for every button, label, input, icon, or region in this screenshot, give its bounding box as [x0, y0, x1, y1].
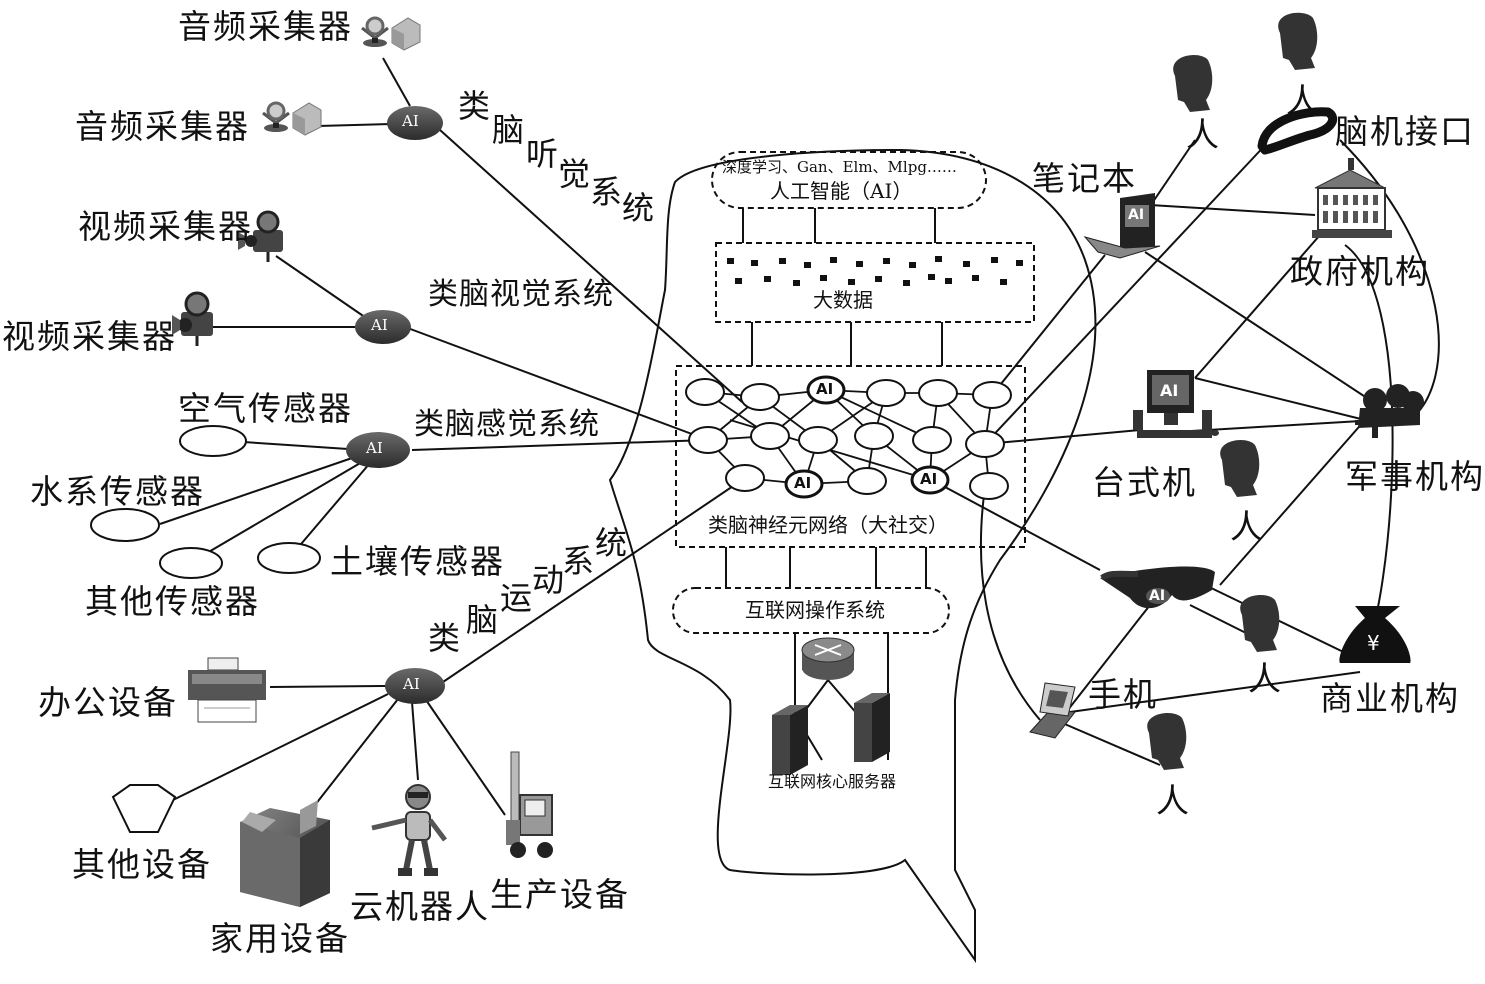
money-bag-symbol: ¥ — [1367, 631, 1380, 655]
robot-icon — [371, 784, 447, 876]
neural-net-label: 类脑神经元网络（大社交） — [708, 513, 948, 537]
hearing-char: 统 — [622, 189, 655, 227]
video-camera-icon-2 — [172, 291, 213, 346]
glasses-ai-tag: AI — [1149, 588, 1166, 604]
os-box-outline — [672, 587, 950, 634]
home-device-label: 家用设备 — [210, 919, 350, 958]
office-device-label: 办公设备 — [38, 683, 178, 722]
ai-glasses-icon — [1100, 566, 1215, 609]
home-device-icon — [240, 800, 330, 907]
head-outline — [608, 148, 1097, 964]
mobile-phone-icon — [1029, 682, 1076, 739]
person-head-icon — [1147, 12, 1318, 770]
motion-char: 统 — [595, 524, 628, 562]
person-label: 人 — [1156, 781, 1191, 820]
hexagon-shape — [111, 784, 177, 833]
motion-char: 类 — [428, 619, 461, 657]
hearing-char: 觉 — [558, 155, 591, 193]
neurons — [685, 375, 1012, 500]
cloud-robot-label: 云机器人 — [350, 887, 490, 926]
forklift-icon — [506, 751, 553, 858]
notebook-label: 笔记本 — [1032, 159, 1137, 198]
hearing-char: 听 — [526, 135, 559, 173]
audio-collector-label: 音频采集器 — [75, 107, 250, 146]
laptop-icon — [1083, 193, 1161, 259]
motion-char: 运 — [500, 579, 533, 617]
motion-char: 系 — [562, 542, 595, 580]
water-sensor-label: 水系传感器 — [30, 472, 205, 511]
military-group-icon — [1355, 384, 1424, 438]
desktop-computer-icon — [1133, 370, 1219, 438]
motion-char: 脑 — [466, 601, 499, 639]
desktop-ai-tag: AI — [1160, 381, 1179, 400]
government-building-icon — [1312, 158, 1392, 238]
ai-hub-label: AI — [402, 112, 419, 130]
hearing-char: 系 — [590, 173, 623, 211]
phone-label: 手机 — [1088, 675, 1158, 714]
person-label: 人 — [1286, 81, 1321, 120]
military-label: 军事机构 — [1345, 457, 1485, 496]
person-label: 人 — [1186, 115, 1221, 154]
server-group — [772, 637, 890, 775]
production-device-label: 生产设备 — [490, 875, 630, 914]
ai-neuron-label: AI — [794, 474, 812, 492]
ai-box-line2: 人工智能（AI） — [770, 179, 913, 203]
video-collector-label: 视频采集器 — [78, 207, 253, 246]
business-label: 商业机构 — [1320, 679, 1460, 718]
video-camera-icon-1 — [238, 210, 283, 262]
audio-collector-label: 音频采集器 — [178, 7, 353, 46]
bigdata-box-outline — [715, 242, 1035, 323]
soil-sensor-label: 土壤传感器 — [330, 542, 505, 581]
other-sensor-label: 其他传感器 — [85, 582, 260, 621]
money-bag-icon — [1339, 606, 1411, 663]
ai-box-line1: 深度学习、Gan、Elm、Mlpg…… — [722, 158, 957, 176]
hearing-char: 脑 — [492, 111, 525, 149]
servers-label: 互联网核心服务器 — [768, 772, 897, 791]
ai-hub-label: AI — [371, 316, 388, 334]
sensor-shapes — [90, 425, 321, 833]
ai-neuron-label: AI — [920, 470, 938, 488]
ai-hub-label: AI — [403, 675, 420, 693]
ai-hubs — [346, 106, 445, 704]
hearing-char: 类 — [458, 87, 491, 125]
person-label: 人 — [1248, 659, 1283, 698]
audio-collector-icon-1 — [361, 16, 421, 51]
bci-label: 脑机接口 — [1335, 112, 1475, 151]
gov-label: 政府机构 — [1290, 252, 1430, 291]
audio-collector-icon-2 — [262, 101, 322, 136]
vision-system-label: 类脑视觉系统 — [428, 277, 614, 312]
bigdata-dots — [727, 256, 1023, 286]
printer-icon — [188, 657, 266, 723]
video-collector-label: 视频采集器 — [2, 317, 177, 356]
motion-char: 动 — [532, 561, 565, 599]
bigdata-label: 大数据 — [813, 288, 873, 312]
bci-headband-icon — [1257, 107, 1337, 155]
ai-hub-label: AI — [366, 439, 383, 457]
desktop-label: 台式机 — [1092, 463, 1197, 502]
person-label: 人 — [1230, 507, 1265, 546]
ai-box-outline — [711, 151, 987, 209]
ai-neuron-label: AI — [816, 380, 834, 398]
sense-system-label: 类脑感觉系统 — [414, 407, 600, 442]
os-label: 互联网操作系统 — [745, 598, 885, 622]
external-wires — [159, 57, 1440, 816]
other-device-label: 其他设备 — [72, 845, 212, 884]
air-sensor-label: 空气传感器 — [178, 389, 353, 428]
laptop-ai-tag: AI — [1128, 207, 1145, 223]
